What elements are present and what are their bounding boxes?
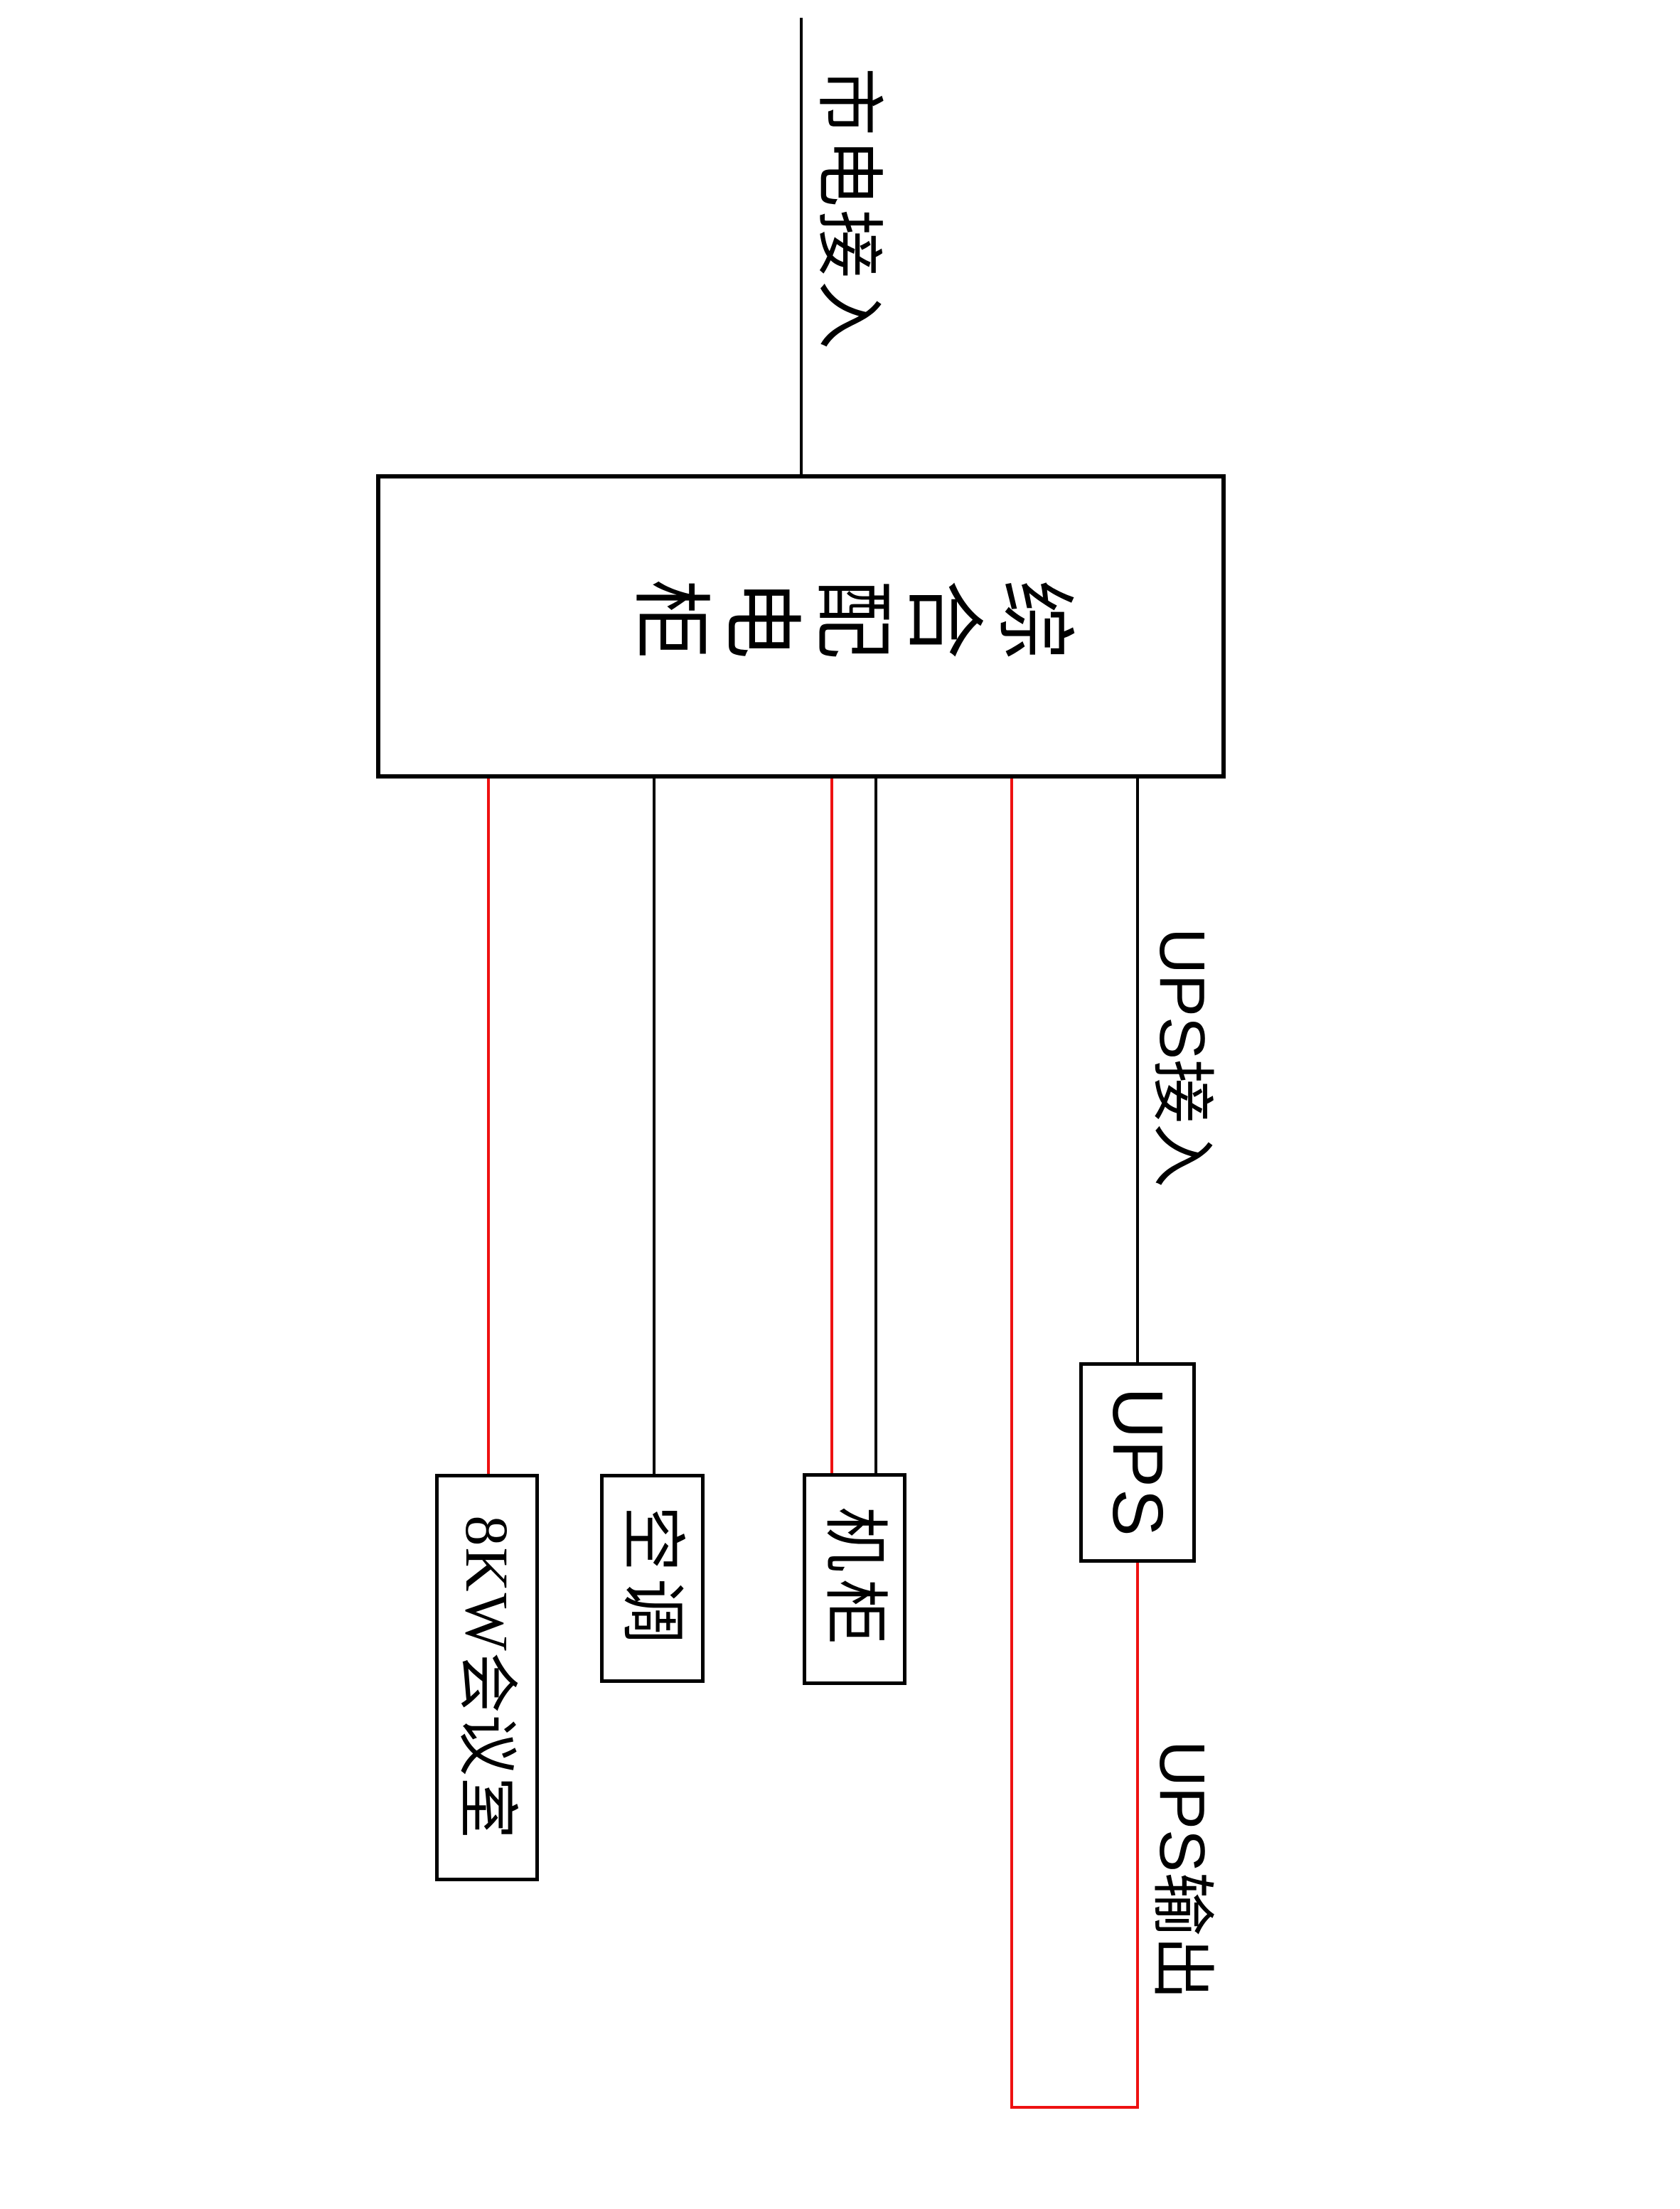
conference-branch-wire bbox=[487, 779, 490, 1475]
mains-input-wire bbox=[800, 18, 803, 476]
ups-input-annotation: UPS接入 bbox=[1146, 928, 1217, 1188]
ups-output-wire-riser bbox=[1010, 2106, 1139, 2109]
ups-output-wire-lower bbox=[1010, 779, 1013, 2109]
mains-input-label: 市电接入 bbox=[810, 68, 887, 352]
distribution-cabinet-label: 综合配电柜 bbox=[622, 567, 1077, 656]
conference-room-box: 8KW会议室 bbox=[435, 1474, 539, 1881]
ups-output-annotation: UPS输出 bbox=[1146, 1740, 1217, 2001]
ups-label: UPS bbox=[1098, 1387, 1177, 1538]
rack-box: 机柜 bbox=[803, 1473, 906, 1685]
ups-input-wire bbox=[1136, 779, 1139, 1364]
conference-room-label: 8KW会议室 bbox=[453, 1515, 521, 1840]
rack-branch-wire-red bbox=[830, 779, 833, 1475]
air-conditioner-label: 空调 bbox=[616, 1505, 689, 1651]
rack-branch-wire-black bbox=[874, 779, 877, 1475]
ups-box: UPS bbox=[1079, 1362, 1196, 1563]
air-conditioner-box: 空调 bbox=[600, 1474, 705, 1683]
ups-output-wire-return bbox=[1136, 1563, 1139, 2109]
rack-label: 机柜 bbox=[818, 1506, 891, 1652]
ac-branch-wire bbox=[653, 779, 656, 1475]
